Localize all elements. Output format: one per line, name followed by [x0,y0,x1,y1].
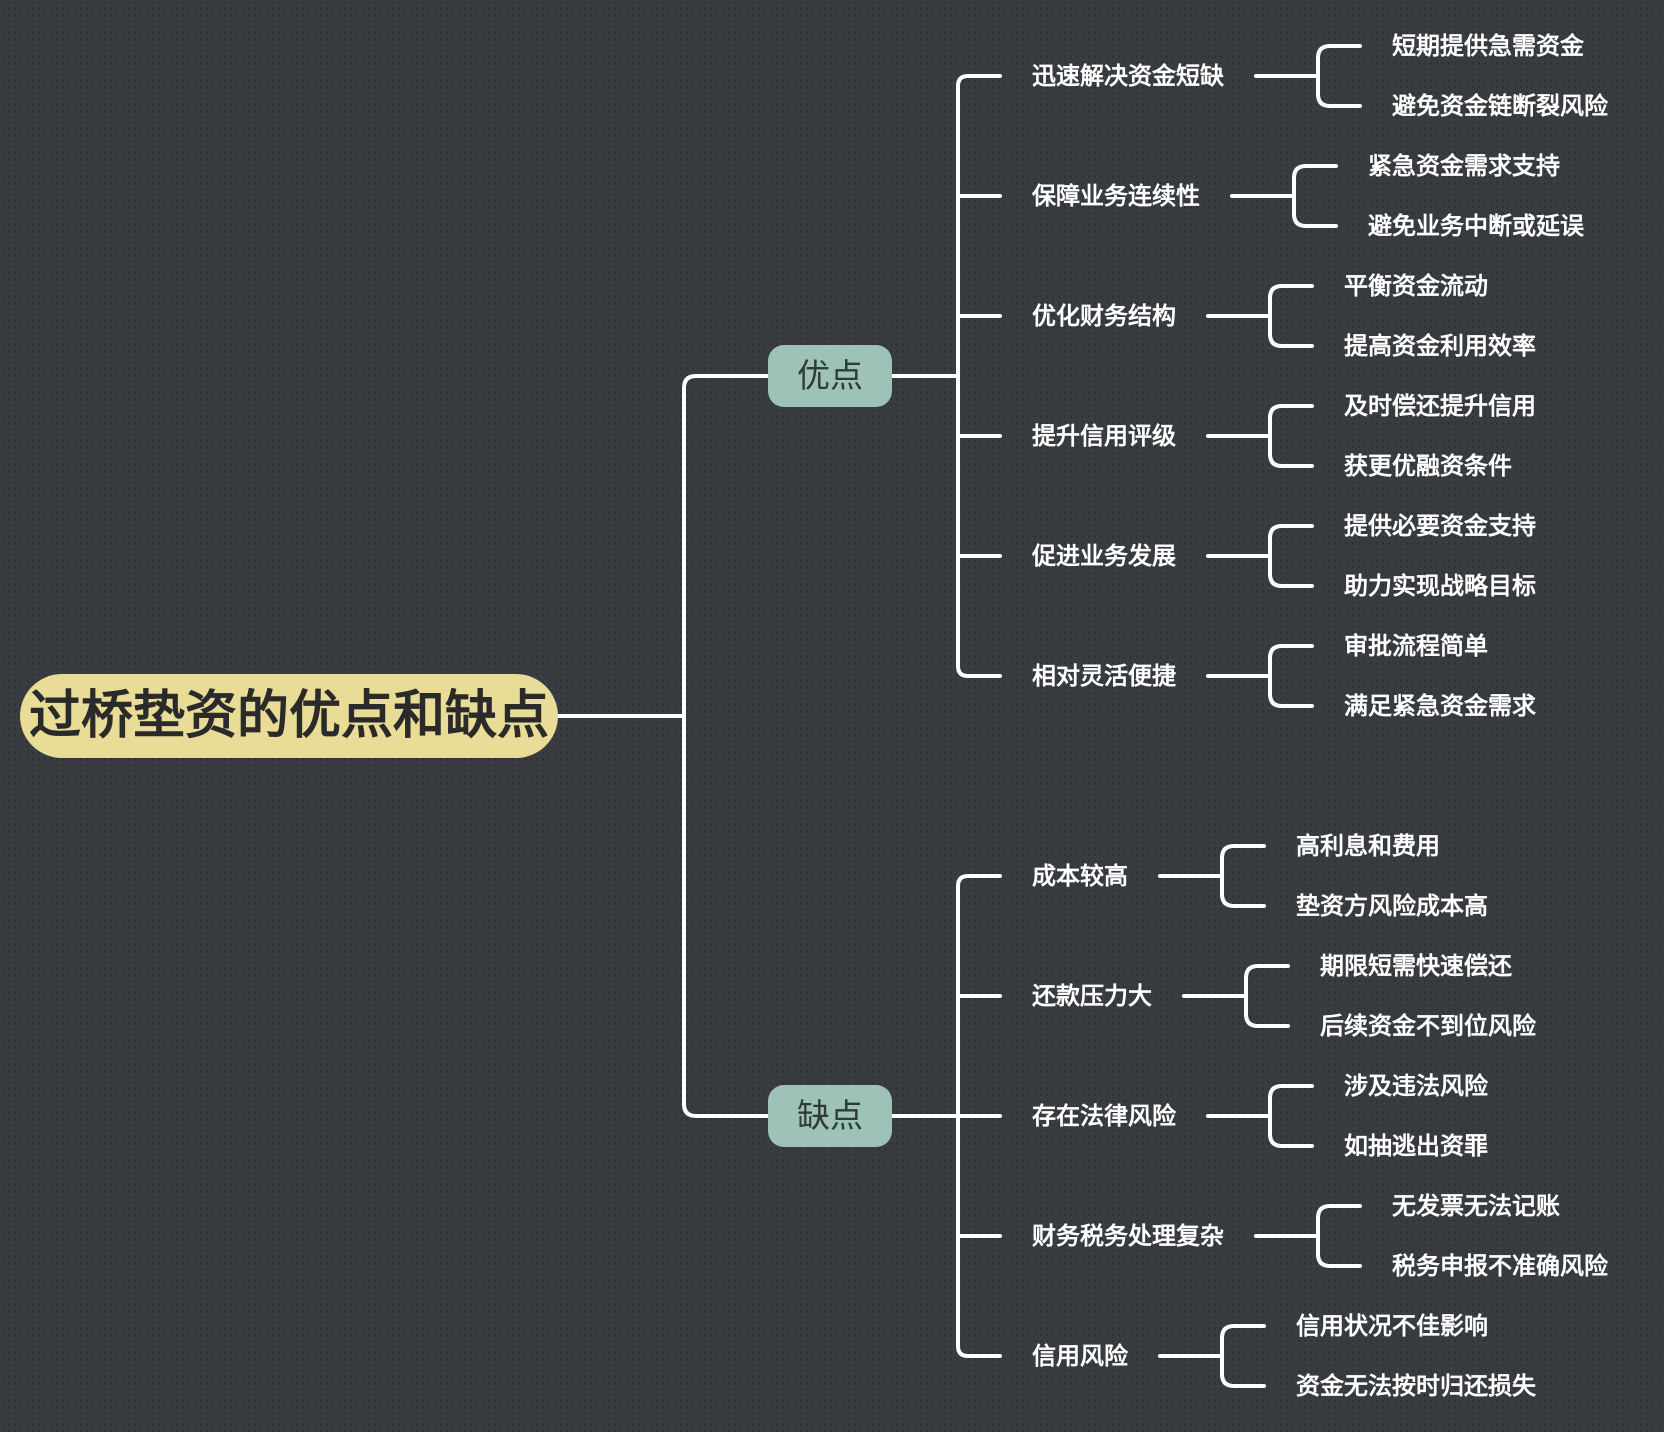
branch-advantages[interactable]: 优点 [768,345,892,407]
leaf-topic[interactable]: 如抽逃出资罪 [1344,1132,1488,1160]
trunk-line [682,374,770,1118]
leaf-topic[interactable]: 无发票无法记账 [1392,1192,1560,1220]
leaf-topic[interactable]: 税务申报不准确风险 [1392,1252,1608,1280]
subtopic[interactable]: 成本较高 [1032,862,1128,890]
leaf-topic[interactable]: 垫资方风险成本高 [1296,892,1488,920]
branch-disadvantages[interactable]: 缺点 [768,1085,892,1147]
leaf-bracket-0-0 [1316,44,1362,108]
leaf-bracket-1-0 [1220,844,1266,908]
subtopic[interactable]: 相对灵活便捷 [1032,662,1176,690]
leaf-bracket-1-3 [1316,1204,1362,1268]
leaf-topic[interactable]: 期限短需快速偿还 [1320,952,1512,980]
leaf-topic[interactable]: 后续资金不到位风险 [1320,1012,1536,1040]
leaf-topic[interactable]: 提高资金利用效率 [1344,332,1536,360]
subtopic[interactable]: 财务税务处理复杂 [1032,1222,1224,1250]
leaf-bracket-1-4 [1220,1324,1266,1388]
leaf-bracket-0-1 [1292,164,1338,228]
leaf-topic[interactable]: 紧急资金需求支持 [1368,152,1560,180]
leaf-topic[interactable]: 获更优融资条件 [1344,452,1512,480]
leaf-bracket-0-5 [1268,644,1314,708]
leaf-topic[interactable]: 满足紧急资金需求 [1344,692,1536,720]
leaf-bracket-1-1 [1244,964,1290,1028]
leaf-topic[interactable]: 助力实现战略目标 [1344,572,1536,600]
leaf-topic[interactable]: 提供必要资金支持 [1344,512,1536,540]
leaf-topic[interactable]: 平衡资金流动 [1344,272,1488,300]
subtopic[interactable]: 迅速解决资金短缺 [1032,62,1224,90]
subtopic[interactable]: 保障业务连续性 [1032,182,1200,210]
subtopic[interactable]: 提升信用评级 [1032,422,1176,450]
leaf-topic[interactable]: 审批流程简单 [1344,632,1488,660]
leaf-bracket-1-2 [1268,1084,1314,1148]
leaf-bracket-0-3 [1268,404,1314,468]
leaf-topic[interactable]: 信用状况不佳影响 [1296,1312,1488,1340]
leaf-topic[interactable]: 短期提供急需资金 [1392,32,1584,60]
leaf-topic[interactable]: 避免资金链断裂风险 [1392,92,1608,120]
leaf-topic[interactable]: 涉及违法风险 [1344,1072,1488,1100]
subtopic[interactable]: 促进业务发展 [1032,542,1176,570]
subtopic[interactable]: 还款压力大 [1032,982,1152,1010]
subtopic[interactable]: 优化财务结构 [1032,302,1176,330]
leaf-bracket-0-4 [1268,524,1314,588]
subtopic[interactable]: 信用风险 [1032,1342,1128,1370]
root-topic[interactable]: 过桥垫资的优点和缺点 [20,674,558,758]
subtopic[interactable]: 存在法律风险 [1032,1102,1176,1130]
subtopic-bar-0 [956,74,1002,678]
leaf-topic[interactable]: 避免业务中断或延误 [1368,212,1584,240]
leaf-topic[interactable]: 及时偿还提升信用 [1344,392,1536,420]
leaf-bracket-0-2 [1268,284,1314,348]
leaf-topic[interactable]: 高利息和费用 [1296,832,1440,860]
leaf-topic[interactable]: 资金无法按时归还损失 [1296,1372,1536,1400]
